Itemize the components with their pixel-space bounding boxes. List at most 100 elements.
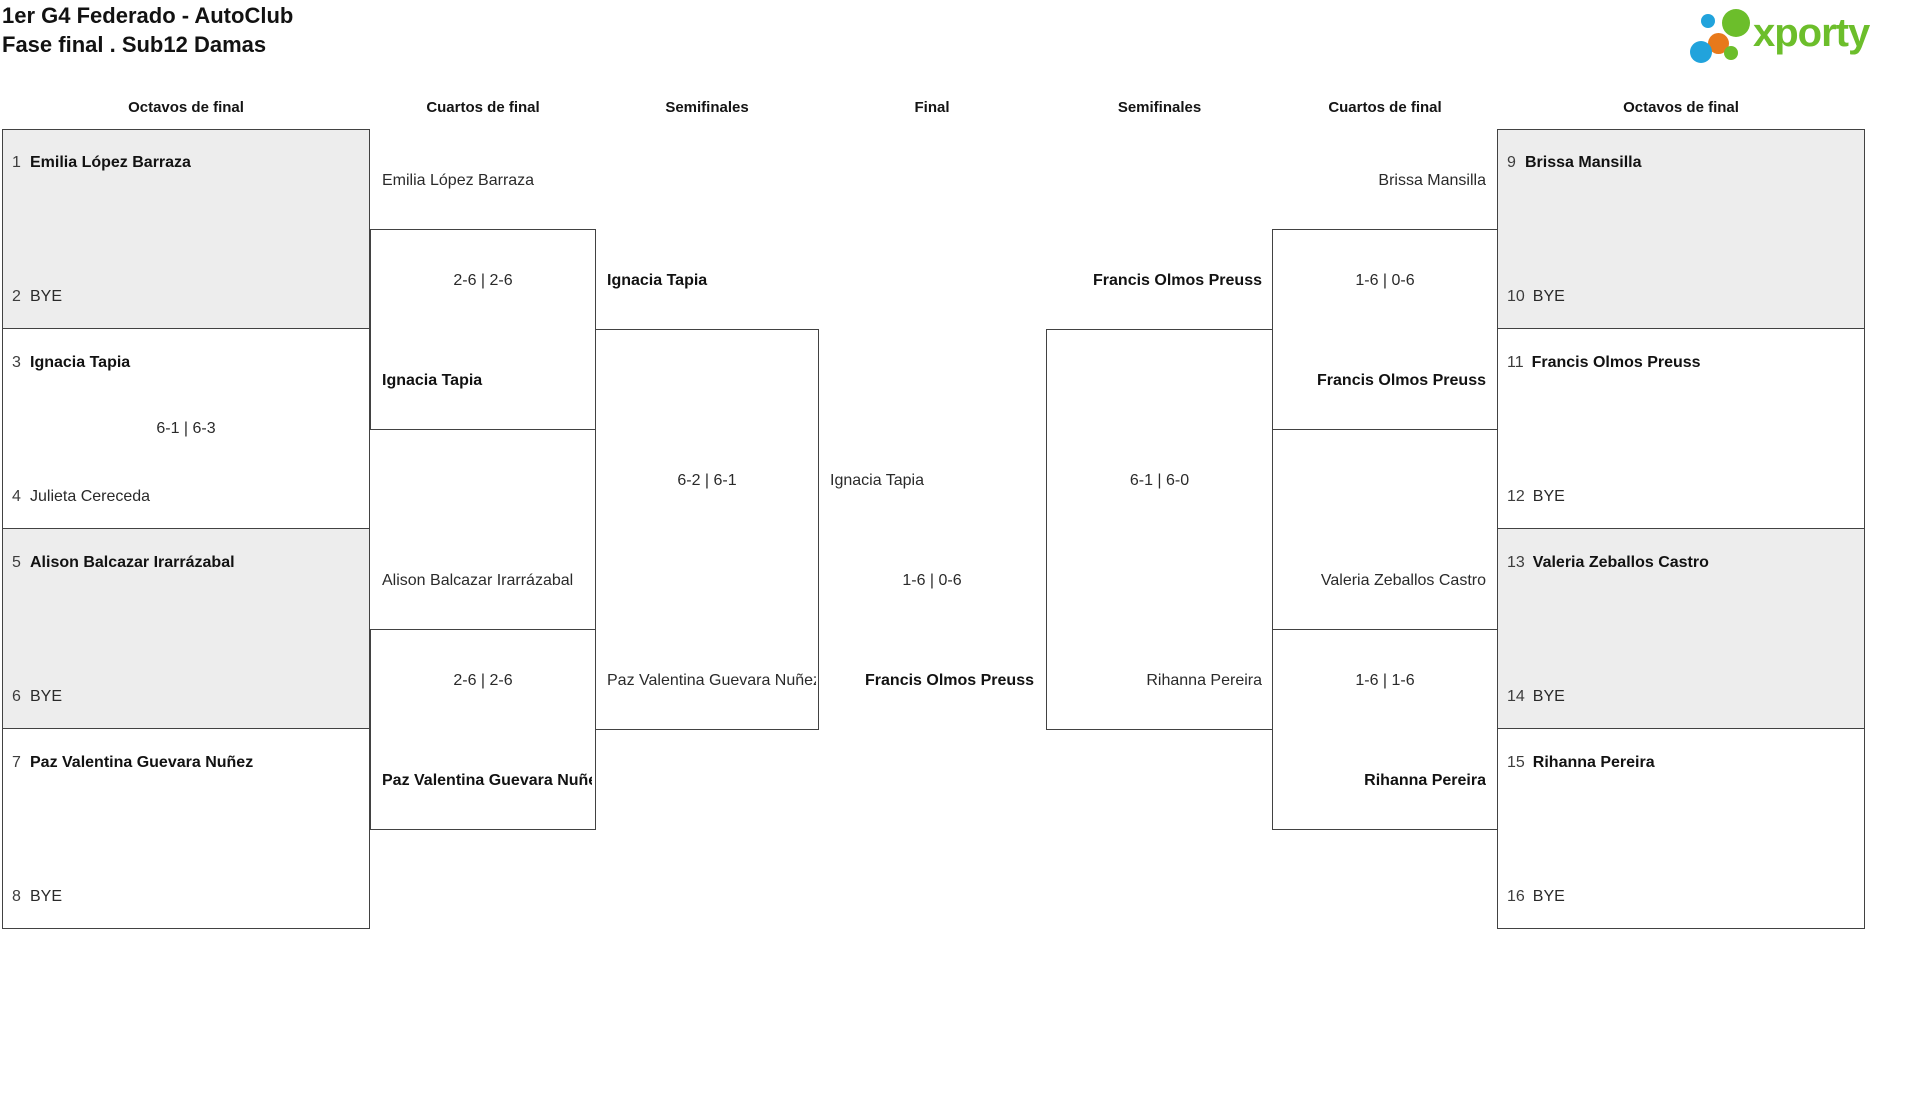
entry-name: BYE xyxy=(1532,888,1565,905)
octavos-left-box-4 xyxy=(2,729,370,929)
header-cuartos-left: Cuartos de final xyxy=(426,99,540,116)
bracket-entry: 11 Francis Olmos Preuss xyxy=(1507,352,1701,374)
entry-seed: 10 xyxy=(1507,288,1525,305)
entry-seed: 2 xyxy=(12,288,21,305)
entry-seed: 15 xyxy=(1507,754,1525,771)
bracket-entry: 8 BYE xyxy=(12,886,62,908)
participant-label: Francis Olmos Preuss xyxy=(1093,272,1262,289)
bracket-entry: 3 Ignacia Tapia xyxy=(12,352,130,374)
participant-label: Valeria Zeballos Castro xyxy=(1320,572,1486,589)
final-score: 1-6 | 0-6 xyxy=(902,572,962,589)
cuartos-left-match1-box xyxy=(370,229,596,430)
entry-seed: 14 xyxy=(1507,688,1525,705)
entry-seed: 6 xyxy=(12,688,21,705)
winner-label: Paz Valentina Guevara Nuñez xyxy=(382,772,592,789)
match-score: 6-1 | 6-0 xyxy=(1129,472,1190,489)
entry-name: Francis Olmos Preuss xyxy=(1531,354,1701,371)
octavos-left-box-1 xyxy=(2,129,370,329)
match-score: 1-6 | 1-6 xyxy=(1355,672,1415,689)
entry-name: BYE xyxy=(1532,488,1565,505)
entry-seed: 1 xyxy=(12,154,21,171)
bracket-entry: 16 BYE xyxy=(1507,886,1565,908)
brand-wordmark: xporty xyxy=(1753,11,1870,55)
logo-dot-green-small-icon xyxy=(1724,46,1738,60)
cuartos-right-match1-box xyxy=(1272,229,1498,430)
entry-name: Ignacia Tapia xyxy=(30,354,131,371)
entry-seed: 8 xyxy=(12,888,21,905)
header-final: Final xyxy=(914,99,950,116)
participant-label: Emilia López Barraza xyxy=(382,172,535,189)
entry-seed: 12 xyxy=(1507,488,1525,505)
entry-name: BYE xyxy=(30,288,63,305)
participant-label: Paz Valentina Guevara Nuñez xyxy=(607,672,816,689)
participant-label: Ignacia Tapia xyxy=(607,272,708,289)
entry-seed: 3 xyxy=(12,354,21,371)
bracket-entry: 15 Rihanna Pereira xyxy=(1507,752,1655,774)
octavos-right-box-2 xyxy=(1497,329,1865,529)
cuartos-right-match2-box xyxy=(1272,629,1498,830)
participant-label: Brissa Mansilla xyxy=(1378,172,1486,189)
bracket-entry: 2 BYE xyxy=(12,286,62,308)
entry-name: Julieta Cereceda xyxy=(30,488,151,505)
cuartos-left-match2-box xyxy=(370,629,596,830)
octavos-right-box-4 xyxy=(1497,729,1865,929)
octavos-right-box-1 xyxy=(1497,129,1865,329)
bracket-entry: 7 Paz Valentina Guevara Nuñez xyxy=(12,752,253,774)
logo-dot-green-big-icon xyxy=(1722,9,1750,37)
entry-seed: 9 xyxy=(1507,154,1516,171)
xporty-logo: xporty xyxy=(1685,5,1913,67)
entry-seed: 11 xyxy=(1507,354,1524,371)
bracket-entry: 9 Brissa Mansilla xyxy=(1507,152,1642,174)
match-score: 2-6 | 2-6 xyxy=(453,672,513,689)
entry-seed: 13 xyxy=(1507,554,1525,571)
entry-name: Alison Balcazar Irarrázabal xyxy=(30,554,235,571)
semis-right-box xyxy=(1046,329,1273,730)
entry-seed: 16 xyxy=(1507,888,1525,905)
octavos-left-box-2 xyxy=(2,329,370,529)
winner-label: Ignacia Tapia xyxy=(382,372,483,389)
bracket-entry: 5 Alison Balcazar Irarrázabal xyxy=(12,552,235,574)
participant-label: Alison Balcazar Irarrázabal xyxy=(382,572,574,589)
match-score: 2-6 | 2-6 xyxy=(453,272,513,289)
bracket-entry: 14 BYE xyxy=(1507,686,1565,708)
entry-name: BYE xyxy=(1532,288,1565,305)
entry-seed: 7 xyxy=(12,754,21,771)
header-octavos-left: Octavos de final xyxy=(128,99,244,116)
entry-name: Valeria Zeballos Castro xyxy=(1532,554,1709,571)
winner-label: Rihanna Pereira xyxy=(1364,772,1486,789)
header-octavos-right: Octavos de final xyxy=(1623,99,1739,116)
header-cuartos-right: Cuartos de final xyxy=(1328,99,1442,116)
logo-dot-blue-small-icon xyxy=(1701,14,1715,28)
match-score: 6-2 | 6-1 xyxy=(677,472,737,489)
logo-dot-blue-big-icon xyxy=(1690,41,1712,63)
winner-label: Francis Olmos Preuss xyxy=(1317,372,1486,389)
entry-name: Emilia López Barraza xyxy=(30,154,191,171)
entry-name: BYE xyxy=(30,888,63,905)
entry-name: Brissa Mansilla xyxy=(1525,154,1642,171)
page-title: 1er G4 Federado - AutoClub Fase final . … xyxy=(2,1,293,59)
entry-seed: 5 xyxy=(12,554,21,571)
entry-name: Paz Valentina Guevara Nuñez xyxy=(30,754,254,771)
octavos-right-box-3 xyxy=(1497,529,1865,729)
participant-label: Rihanna Pereira xyxy=(1146,672,1262,689)
champion-label: Francis Olmos Preuss xyxy=(865,672,1034,689)
bracket-entry: 10 BYE xyxy=(1507,286,1565,308)
bracket-entry: 12 BYE xyxy=(1507,486,1565,508)
header-semis-right: Semifinales xyxy=(1117,99,1202,116)
bracket-entry: 6 BYE xyxy=(12,686,62,708)
match-score: 1-6 | 0-6 xyxy=(1355,272,1415,289)
octavos-left-box-3 xyxy=(2,529,370,729)
logo-dot-orange-icon xyxy=(1708,33,1729,54)
match-score: 6-1 | 6-3 xyxy=(156,420,216,437)
phase-category: Fase final . Sub12 Damas xyxy=(2,32,267,57)
entry-name: BYE xyxy=(1532,688,1565,705)
semis-left-box xyxy=(595,329,819,730)
entry-name: Rihanna Pereira xyxy=(1532,754,1655,771)
finalist-label: Ignacia Tapia xyxy=(830,472,924,489)
bracket-entry: 13 Valeria Zeballos Castro xyxy=(1507,552,1709,574)
tournament-name: 1er G4 Federado - AutoClub xyxy=(2,3,294,28)
entry-name: BYE xyxy=(30,688,63,705)
bracket-entry: 1 Emilia López Barraza xyxy=(12,152,191,174)
